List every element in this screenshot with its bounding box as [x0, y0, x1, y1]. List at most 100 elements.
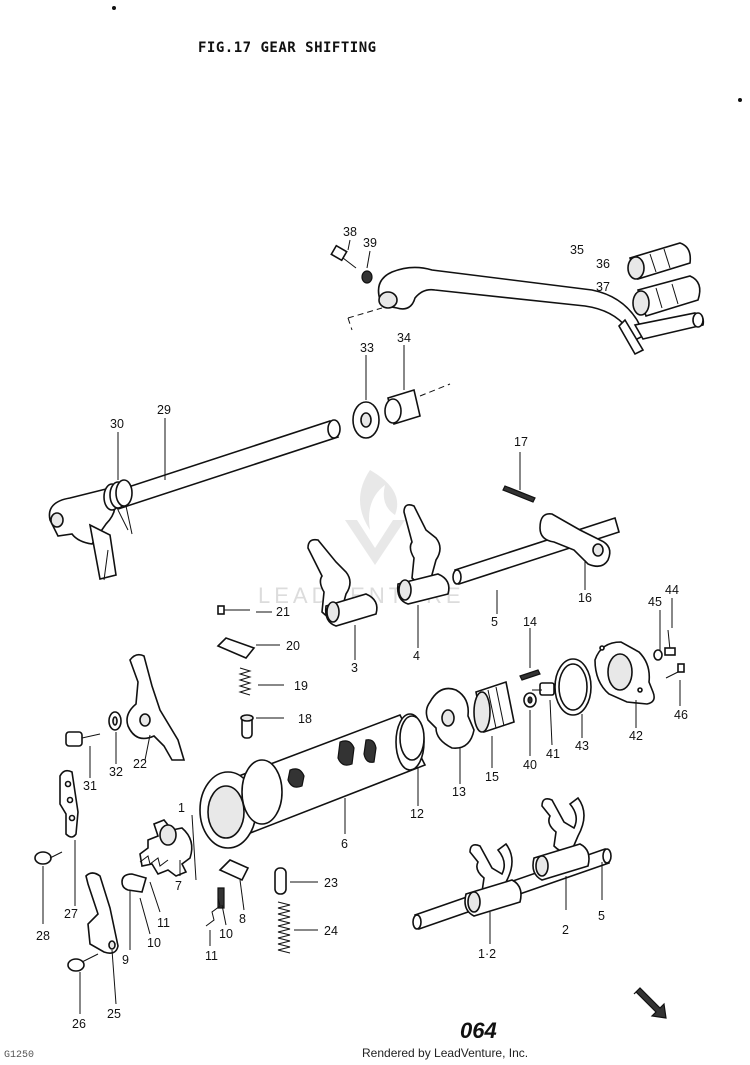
label-15: 15 — [485, 770, 499, 784]
label-8: 8 — [239, 912, 246, 926]
label-39: 39 — [363, 236, 377, 250]
label-34: 34 — [397, 331, 411, 345]
pin-17 — [502, 485, 536, 503]
spring-11a — [139, 855, 169, 867]
cover-42 — [594, 641, 655, 705]
label-33: 33 — [360, 341, 374, 355]
plunger-18 — [240, 714, 254, 739]
pawl-10a — [121, 873, 147, 893]
washer-33 — [352, 401, 380, 439]
label-38: 38 — [343, 225, 357, 239]
label-36: 36 — [596, 257, 610, 271]
label-10-a: 10 — [147, 936, 161, 950]
label-7: 7 — [175, 879, 182, 893]
label-46: 46 — [674, 708, 688, 722]
pawl-10b — [217, 887, 225, 909]
label-5-upper: 5 — [491, 615, 498, 629]
sheet-code: G1250 — [4, 1050, 35, 1061]
label-31: 31 — [83, 779, 97, 793]
label-5-lower: 5 — [598, 909, 605, 923]
shift-cam-stopper-16 — [539, 512, 611, 568]
shift-fork-4 — [396, 504, 450, 605]
figure-title: FIG.17 GEAR SHIFTING — [198, 40, 377, 56]
gear-shift-lever-35 — [377, 266, 705, 356]
label-24: 24 — [324, 924, 338, 938]
label-29: 29 — [157, 403, 171, 417]
screw-46 — [665, 663, 685, 679]
label-6: 6 — [341, 837, 348, 851]
bolt-31 — [65, 731, 101, 747]
gear-shift-shaft-29 — [48, 419, 341, 581]
label-3: 3 — [351, 661, 358, 675]
pin-23 — [274, 867, 287, 895]
spring-11b — [205, 897, 221, 927]
shift-fork-3 — [307, 538, 378, 627]
stray-dot — [738, 98, 742, 102]
label-40: 40 — [523, 758, 537, 772]
label-26: 26 — [72, 1017, 86, 1031]
spring-24 — [277, 901, 291, 954]
label-45: 45 — [648, 595, 662, 609]
label-21: 21 — [276, 605, 290, 619]
label-11-a: 11 — [157, 916, 170, 930]
screw-21 — [217, 605, 250, 615]
cam-guide-plate-13 — [425, 687, 475, 749]
washer-40 — [523, 692, 537, 708]
label-10-b: 10 — [219, 927, 233, 941]
cam-driven-gear-7 — [139, 819, 193, 877]
label-20: 20 — [286, 639, 300, 653]
label-37: 37 — [596, 280, 610, 294]
page-code: 064 — [460, 1018, 497, 1043]
gasket-43 — [554, 658, 592, 716]
label-42: 42 — [629, 729, 643, 743]
label-14: 14 — [523, 615, 537, 629]
pawl-lifter-9 — [85, 872, 119, 954]
label-17: 17 — [514, 435, 528, 449]
label-1: 1 — [178, 801, 185, 815]
washer-45 — [653, 649, 663, 661]
front-arrow-icon — [633, 987, 667, 1019]
shift-plate-27 — [59, 769, 79, 838]
rendered-by-footer: Rendered by LeadVenture, Inc. — [362, 1046, 529, 1060]
label-18: 18 — [298, 712, 312, 726]
screw-26 — [67, 953, 99, 972]
label-30: 30 — [110, 417, 124, 431]
bearing-15 — [473, 680, 515, 734]
screw-28 — [34, 851, 63, 865]
spring-19 — [238, 667, 252, 696]
shift-fork-1-2 — [464, 842, 522, 917]
footpeg-rubber-37 — [632, 275, 701, 317]
label-22: 22 — [133, 757, 147, 771]
pin-14 — [519, 669, 541, 681]
bolt-38 — [330, 244, 357, 269]
stray-dot — [112, 6, 116, 10]
label-1-2: 1·2 — [478, 947, 496, 961]
label-28: 28 — [36, 929, 50, 943]
bolt-44 — [664, 629, 676, 656]
washer-32 — [108, 711, 122, 731]
plate-20 — [216, 637, 256, 659]
label-44: 44 — [665, 583, 679, 597]
label-27: 27 — [64, 907, 78, 921]
label-41: 41 — [546, 747, 560, 761]
label-32: 32 — [109, 765, 123, 779]
return-spring-30 — [103, 479, 133, 535]
label-43: 43 — [575, 739, 589, 753]
label-19: 19 — [294, 679, 308, 693]
label-12: 12 — [410, 807, 424, 821]
label-25: 25 — [107, 1007, 121, 1021]
label-9: 9 — [122, 953, 129, 967]
label-11-b: 11 — [205, 949, 218, 963]
label-23: 23 — [324, 876, 338, 890]
shift-pawl-lever-22 — [126, 653, 186, 761]
washer-39 — [361, 270, 373, 284]
gear-shift-cam-6 — [199, 713, 427, 849]
cam-pin-plate-12 — [399, 715, 425, 761]
bolt-41 — [532, 682, 555, 696]
bushing-34 — [384, 388, 421, 426]
footpeg-rubber-36 — [627, 242, 692, 280]
label-13: 13 — [452, 785, 466, 799]
shift-fork-2 — [532, 796, 590, 881]
label-16: 16 — [578, 591, 592, 605]
